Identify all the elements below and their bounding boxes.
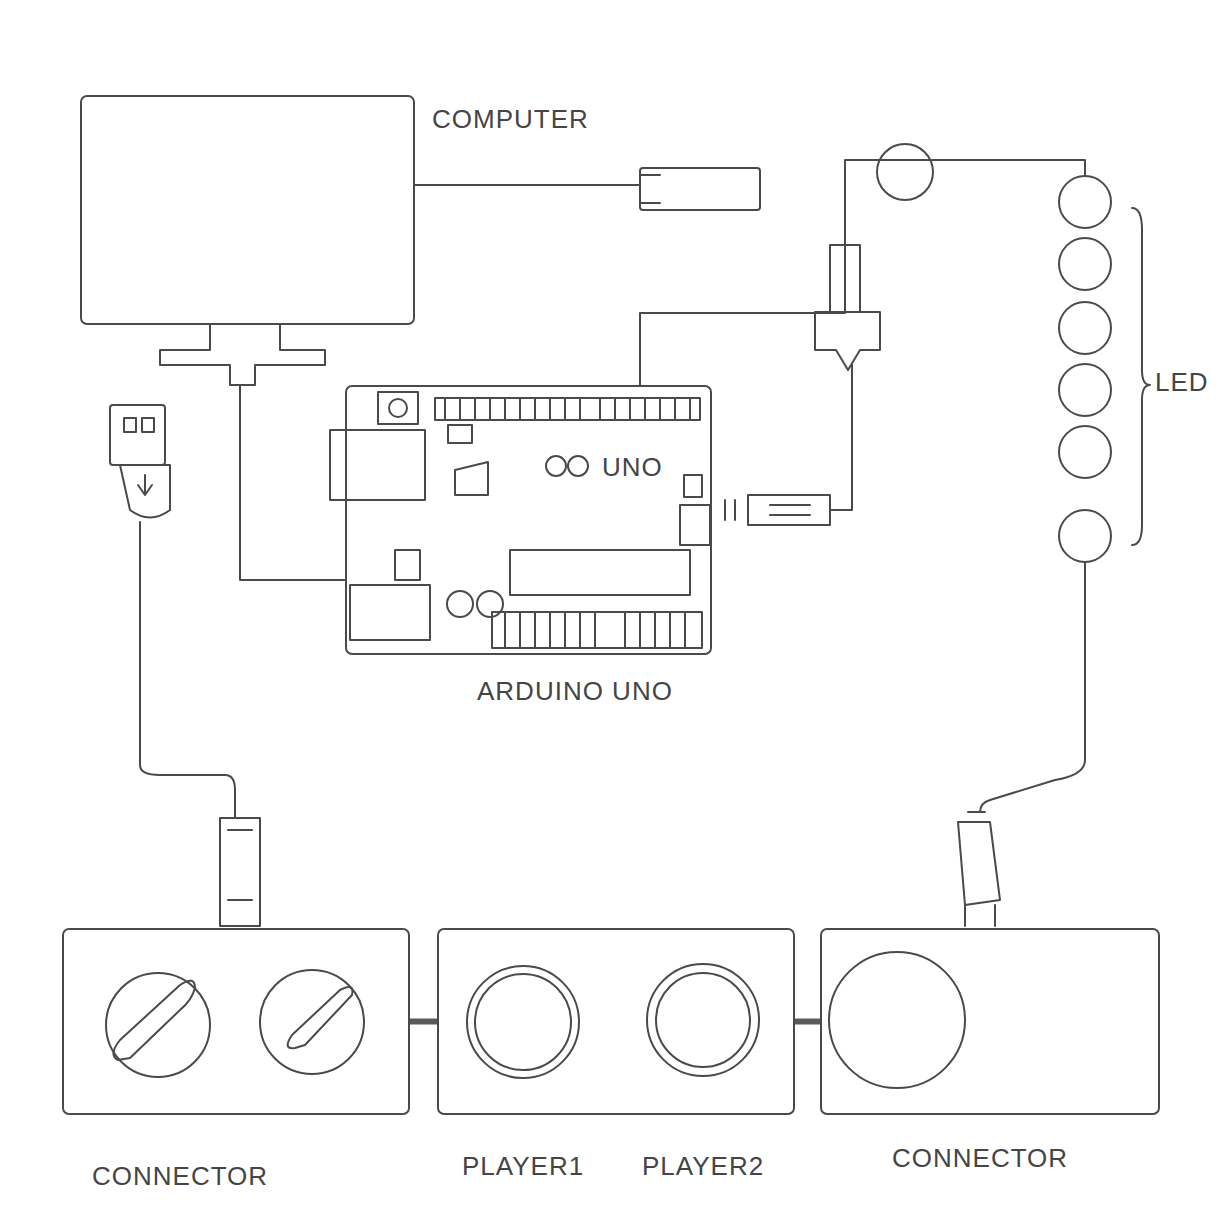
computer-box: COMPUTER [80,95,415,325]
cable-line [410,1019,437,1025]
node-label: COMPUTER [432,105,589,134]
arduino-board: UNOARDUINO UNO [345,385,712,655]
node-label: PLAYER1 [462,1152,584,1181]
cable-line [980,562,1085,812]
player-box: PLAYER1PLAYER2 [437,928,795,1115]
connector-box: CONNECTOR [62,928,410,1115]
node-label: PLAYER2 [642,1152,764,1181]
cable-line [795,1019,820,1025]
cable-line [240,385,345,580]
cable-line [640,160,1085,385]
led-strip: LED [1055,172,1115,564]
node-label: CONNECTOR [92,1162,268,1191]
connector-box: CONNECTOR [820,928,1160,1115]
node-label: UNO [602,453,663,482]
node-label: LED [1155,368,1209,397]
node-label: ARDUINO UNO [477,677,673,706]
node-label: CONNECTOR [892,1144,1068,1173]
